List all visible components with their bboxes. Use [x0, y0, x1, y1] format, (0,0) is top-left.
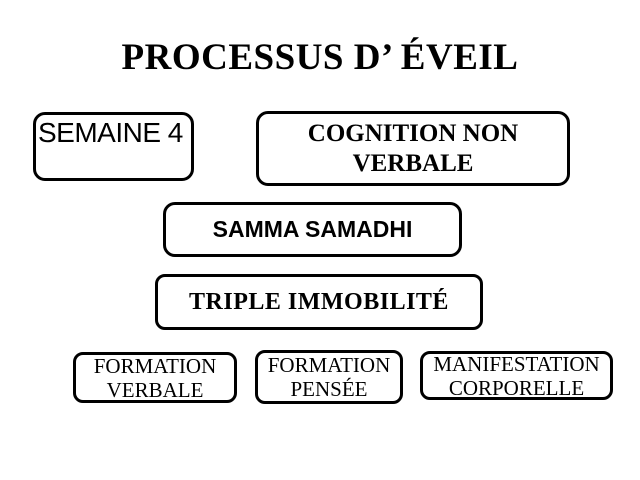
box-manifestation-corporelle-label: MANIFESTATION CORPORELLE: [433, 351, 600, 400]
box-formation-pensee: FORMATION PENSÉE: [255, 350, 403, 404]
slide-title: PROCESSUS D’ ÉVEIL: [121, 37, 519, 78]
box-formation-verbale-label: FORMATION VERBALE: [93, 353, 217, 402]
box-triple-immobilite: TRIPLE IMMOBILITÉ: [155, 274, 483, 330]
box-triple-immobilite-label: TRIPLE IMMOBILITÉ: [189, 288, 449, 315]
box-samma-samadhi-label: SAMMA SAMADHI: [212, 216, 413, 242]
box-cognition-non-verbale-label: COGNITION NON VERBALE: [307, 119, 519, 177]
box-formation-pensee-label: FORMATION PENSÉE: [267, 353, 391, 401]
box-manifestation-corporelle: MANIFESTATION CORPORELLE: [420, 351, 613, 400]
box-samma-samadhi: SAMMA SAMADHI: [163, 202, 462, 257]
box-semaine-4-label: SEMAINE 4: [38, 117, 183, 148]
box-cognition-non-verbale: COGNITION NON VERBALE: [256, 111, 570, 186]
box-formation-verbale: FORMATION VERBALE: [73, 352, 237, 403]
box-semaine-4: SEMAINE 4: [33, 112, 194, 181]
